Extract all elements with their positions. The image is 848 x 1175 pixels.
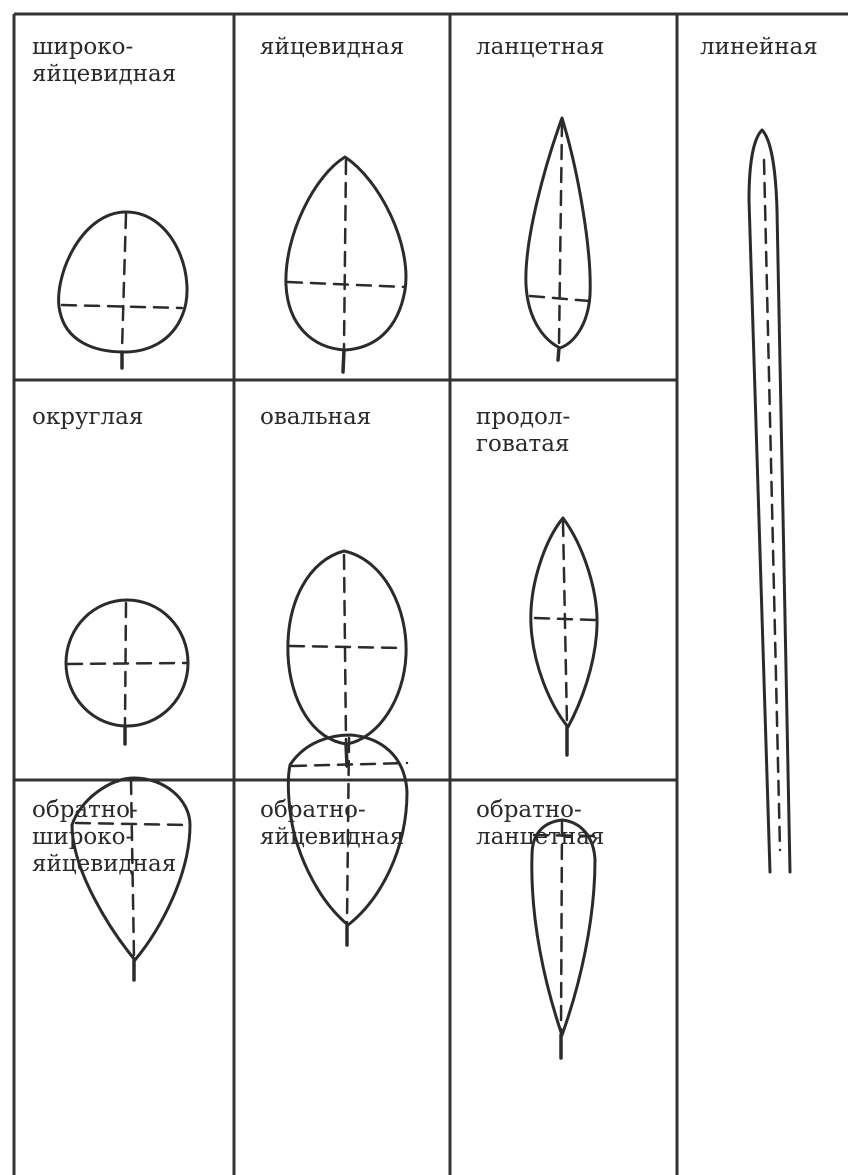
label-oblanceolate: обратно- ланцетная: [476, 797, 605, 850]
leaf-broad-ovate: [57, 210, 189, 370]
label-oval: овальная: [260, 404, 372, 430]
label-round: округлая: [32, 404, 144, 430]
leaf-obovate: [286, 733, 409, 947]
label-broad-ovate: широко- яйцевидная: [32, 34, 177, 87]
label-lanceolate: ланцетная: [476, 34, 605, 60]
label-oblong: продол- говатая: [476, 404, 571, 457]
leaf-linear: [747, 128, 792, 874]
label-obovate: обратно- яйцевидная: [260, 797, 405, 850]
leaf-round: [64, 598, 190, 746]
leaf-oval: [286, 549, 408, 768]
label-linear: линейная: [700, 34, 818, 60]
leaf-oblanceolate: [530, 818, 597, 1060]
grid-lines: [12, 12, 848, 1175]
leaf-lanceolate: [524, 116, 592, 362]
label-ovate: яйцевидная: [260, 34, 405, 60]
label-broad-obovate: обратно- широко- яйцевидная: [32, 797, 177, 877]
leaf-ovate: [284, 155, 408, 374]
leaf-oblong: [529, 516, 599, 757]
leaf-broad-obovate: [70, 776, 192, 982]
